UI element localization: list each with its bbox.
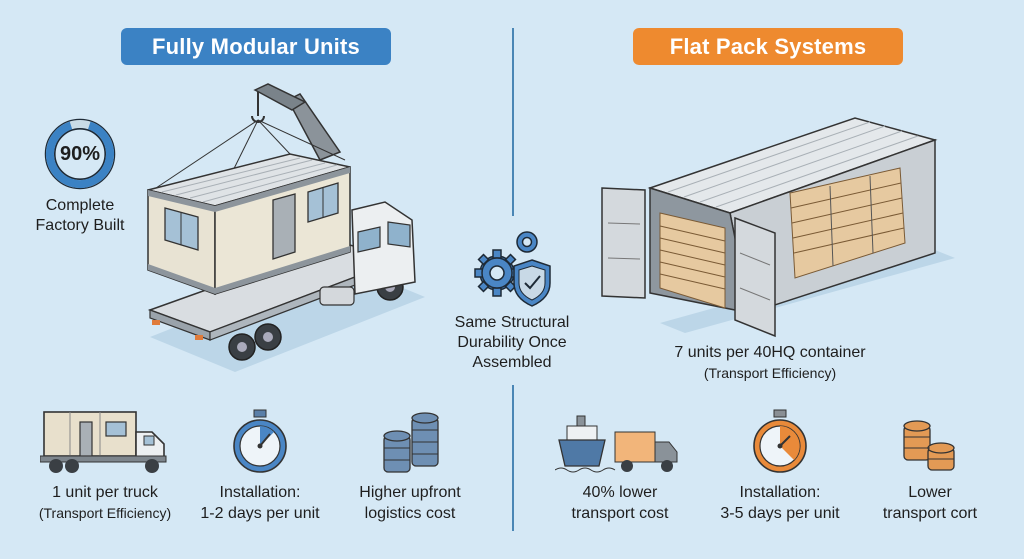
section-divider-top [512, 28, 514, 216]
modular-units-title: Fully Modular Units [121, 28, 391, 65]
feature-line1: 1 unit per truck [52, 484, 158, 501]
truck-with-modular-unit-icon [40, 411, 167, 473]
feature-text: Lower transport cort [865, 482, 995, 524]
feature-lower-transport-cost: Lower transport cort [865, 418, 995, 524]
factory-built-caption: Complete Factory Built [20, 196, 140, 236]
flat-pack-title: Flat Pack Systems [633, 28, 903, 65]
feature-line2: 1-2 days per unit [200, 505, 320, 522]
feature-line1: Installation: [739, 484, 821, 501]
caption-line: Assembled [472, 354, 552, 371]
feature-text: 40% lower transport cost [545, 482, 695, 524]
feature-text: Installation: 1-2 days per unit [195, 482, 325, 524]
feature-line1: 40% lower [582, 484, 658, 501]
container-capacity-caption: 7 units per 40HQ container (Transport Ef… [640, 343, 900, 383]
feature-line1: Higher upfront [359, 484, 461, 501]
feature-text: 1 unit per truck (Transport Efficiency) [25, 482, 185, 524]
transport-efficiency-label: (Transport Efficiency) [703, 365, 837, 381]
feature-line2: (Transport Efficiency) [38, 505, 172, 521]
caption-line: Same Structural [454, 314, 570, 331]
feature-text: Installation: 3-5 days per unit [710, 482, 850, 524]
feature-units-per-truck: 1 unit per truck (Transport Efficiency) [25, 408, 185, 524]
feature-line1: Lower [908, 484, 952, 501]
durability-caption: Same Structural Durability Once Assemble… [432, 313, 592, 373]
coin-stacks-icon [383, 412, 439, 473]
feature-logistics-cost: Higher upfront logistics cost [345, 408, 475, 524]
container-capacity: 7 units per 40HQ container [674, 344, 866, 361]
feature-transport-cost-reduction: 40% lower transport cost [545, 412, 695, 524]
feature-installation-time: Installation: 1-2 days per unit [195, 408, 325, 524]
feature-line2: logistics cost [364, 505, 456, 522]
feature-line2: transport cort [882, 505, 978, 522]
feature-text: Higher upfront logistics cost [345, 482, 475, 524]
stopwatch-icon [233, 409, 287, 473]
factory-built-progress: 90% [44, 118, 116, 190]
gears-shield-icon [474, 231, 551, 307]
caption-line: Complete [45, 197, 115, 214]
container-flat-pack-illustration [601, 117, 955, 338]
feature-installation-time-flatpack: Installation: 3-5 days per unit [710, 408, 850, 524]
section-divider-bottom [512, 385, 514, 531]
caption-line: Factory Built [35, 217, 125, 234]
feature-line2: transport cost [571, 505, 669, 522]
progress-ring-icon [44, 118, 116, 190]
progress-value: 90% [59, 142, 101, 165]
feature-line2: 3-5 days per unit [720, 505, 840, 522]
coin-stacks-icon [903, 420, 955, 471]
crane-truck-illustration [147, 83, 425, 372]
ship-and-truck-icon [555, 415, 678, 473]
stopwatch-icon [753, 409, 807, 473]
feature-line1: Installation: [219, 484, 301, 501]
caption-line: Durability Once [457, 334, 567, 351]
